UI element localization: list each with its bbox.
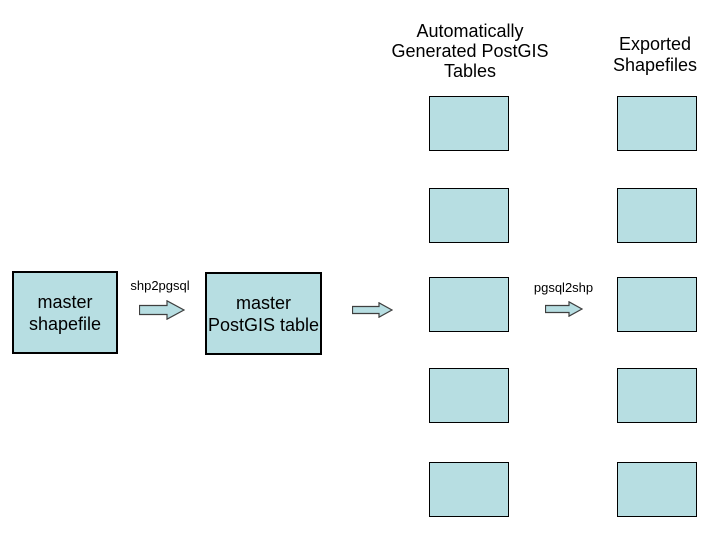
header-generated-postgis-tables: Automatically Generated PostGIS Tables [391,21,549,81]
exported-shapefile-box [617,277,697,332]
generated-table-box [429,277,509,332]
shp2pgsql-label: shp2pgsql [130,278,190,293]
generated-table-box [429,188,509,243]
exported-shapefile-box [617,368,697,423]
header-exported-shapefiles: Exported Shapefiles [612,34,698,75]
generated-table-box [429,462,509,517]
exported-shapefile-box [617,96,697,151]
generated-table-box [429,96,509,151]
generated-table-box [429,368,509,423]
tables-flow-arrow-icon [352,302,393,318]
pgsql2shp-arrow-icon [545,301,583,317]
master-shapefile-box: master shapefile [12,271,118,354]
pgsql2shp-label: pgsql2shp [533,280,594,295]
exported-shapefile-box [617,462,697,517]
master-postgis-table-box: master PostGIS table [205,272,322,355]
shp2pgsql-arrow-icon [139,300,185,320]
exported-shapefile-box [617,188,697,243]
